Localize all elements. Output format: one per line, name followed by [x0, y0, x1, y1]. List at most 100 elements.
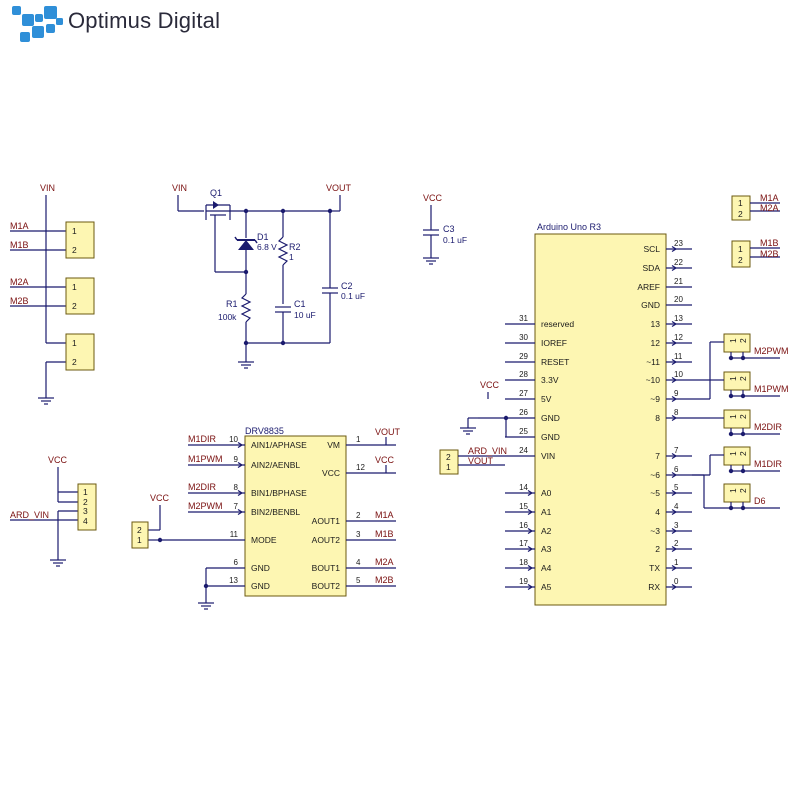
vin-net-label: VIN [40, 183, 55, 193]
arduino-pin-name: A1 [541, 507, 552, 517]
pin-arrow-icon [527, 508, 534, 516]
drv-pin-number: 13 [229, 576, 238, 585]
top-right-headers: 1 2 M1A M2A 1 2 M1B M2B [731, 193, 780, 268]
pin-label: 2 [738, 376, 748, 381]
drv-pin-name: GND [251, 563, 270, 573]
arduino-body [534, 233, 667, 606]
arduino-pin-name: GND [541, 413, 560, 423]
arduino-uno: Arduino Uno R3 31reserved30IOREF29RESET2… [439, 222, 692, 606]
net-m1a: M1A [760, 193, 779, 203]
r2-value: 1 [289, 252, 294, 262]
arduino-pin-number: 26 [519, 408, 528, 417]
drv-pin-name: GND [251, 581, 270, 591]
arduino-pin-name: 5V [541, 394, 552, 404]
arduino-right-pins: 23SCL22SDA21AREF20GND1313121211~1110~109… [637, 239, 692, 592]
jumper-net-label: M2PWM [754, 346, 789, 356]
c2-label: C2 [341, 281, 353, 291]
m1a-m2a-header [731, 195, 751, 221]
pin-label: 2 [446, 452, 451, 462]
c3-section: VCC C3 0.1 uF [423, 193, 467, 265]
pin-arrow-icon [527, 545, 534, 553]
drv-net-label: VOUT [375, 427, 401, 437]
net-ard-vin: ARD_VIN [468, 446, 507, 456]
arduino-pin-number: 19 [519, 577, 528, 586]
arduino-pin-name: TX [649, 563, 660, 573]
drv-pin-number: 7 [234, 502, 239, 511]
arduino-pin-name: RX [648, 582, 660, 592]
arduino-pin-name: 4 [655, 507, 660, 517]
pin-arrow-icon [671, 414, 678, 422]
drv-net-label: M2PWM [188, 501, 223, 511]
arduino-pin-number: 16 [519, 521, 528, 530]
vin-header-group: VIN M1A M1B 1 2 M2A M2B 1 2 1 2 [10, 183, 95, 405]
pin-label: 1 [72, 338, 77, 348]
pin-label: 1 [728, 451, 738, 456]
pin-arrow-icon [671, 358, 678, 366]
pin-label: 2 [738, 451, 748, 456]
r1-value: 100k [218, 312, 237, 322]
drv-pin-number: 2 [356, 511, 361, 520]
c1-capacitor-icon [275, 306, 291, 313]
arduino-pin-number: 13 [674, 314, 683, 323]
pin-label: 1 [72, 226, 77, 236]
pin-label: 2 [738, 209, 743, 219]
pin-arrow-icon [671, 452, 678, 460]
c3-value: 0.1 uF [443, 235, 467, 245]
arduino-pin-name: ~6 [650, 470, 660, 480]
arduino-pin-number: 27 [519, 389, 528, 398]
pin-arrow-icon [527, 583, 534, 591]
drv-pin-number: 4 [356, 558, 361, 567]
optimus-digital-logo [10, 4, 230, 48]
drv-title: DRV8835 [245, 426, 284, 436]
drv-pin-name: AIN2/AENBL [251, 460, 300, 470]
arduino-pin-number: 22 [674, 258, 683, 267]
pin-arrow-icon [671, 527, 678, 535]
drv-pin-name: MODE [251, 535, 277, 545]
arduino-pin-name: GND [641, 300, 660, 310]
arduino-pin-number: 0 [674, 577, 679, 586]
arduino-pin-name: reserved [541, 319, 574, 329]
drv-pin-name: BIN1/BPHASE [251, 488, 307, 498]
c3-label: C3 [443, 224, 455, 234]
drv8835: DRV8835 10AIN1/APHASEM1DIR9AIN2/AENBLM1P… [131, 426, 401, 610]
arduino-pin-name: AREF [637, 282, 660, 292]
drv-pin-number: 10 [229, 435, 238, 444]
pin-arrow-icon [237, 461, 244, 469]
jumper-header [723, 446, 751, 466]
arduino-pin-name: ~11 [646, 357, 660, 367]
arduino-pin-number: 9 [674, 389, 679, 398]
arduino-pin-number: 6 [674, 465, 679, 474]
pin-arrow-icon [237, 508, 244, 516]
drv-net-label: M1B [375, 529, 394, 539]
jumper-net-label: M1PWM [754, 384, 789, 394]
drv-pin-number: 12 [356, 463, 365, 472]
r2-label: R2 [289, 242, 301, 252]
arduino-pin-number: 20 [674, 295, 683, 304]
q1-mosfet-icon [205, 201, 231, 272]
arduino-pin-name: A2 [541, 526, 552, 536]
vcc-header-section: VCC ARD_VIN 1 2 3 4 [10, 455, 97, 567]
arduino-pin-number: 25 [519, 427, 528, 436]
arduino-pin-number: 1 [674, 558, 679, 567]
vin-select-jumper [439, 449, 459, 475]
drv-body [244, 435, 347, 597]
vcc-4pin-header [77, 483, 97, 531]
arduino-pin-number: 11 [674, 352, 683, 361]
jumper-net-label: M2DIR [754, 422, 783, 432]
pin-arrow-icon [671, 471, 678, 479]
arduino-pin-number: 24 [519, 446, 528, 455]
arduino-pin-name: A3 [541, 544, 552, 554]
arduino-left-pins: 31reserved30IOREF29RESET283.3V275V26GND2… [505, 314, 574, 592]
pin-label: 1 [72, 282, 77, 292]
net-vout: VOUT [326, 183, 352, 193]
drv-pin-name: BOUT1 [312, 563, 341, 573]
arduino-pin-number: 23 [674, 239, 683, 248]
arduino-pin-number: 10 [674, 370, 683, 379]
arduino-pin-number: 2 [674, 539, 679, 548]
pin-arrow-icon [671, 395, 678, 403]
arduino-pin-name: VIN [541, 451, 555, 461]
c2-capacitor-icon [322, 287, 338, 294]
drv-pin-number: 8 [234, 483, 239, 492]
ground-symbol [38, 397, 54, 405]
